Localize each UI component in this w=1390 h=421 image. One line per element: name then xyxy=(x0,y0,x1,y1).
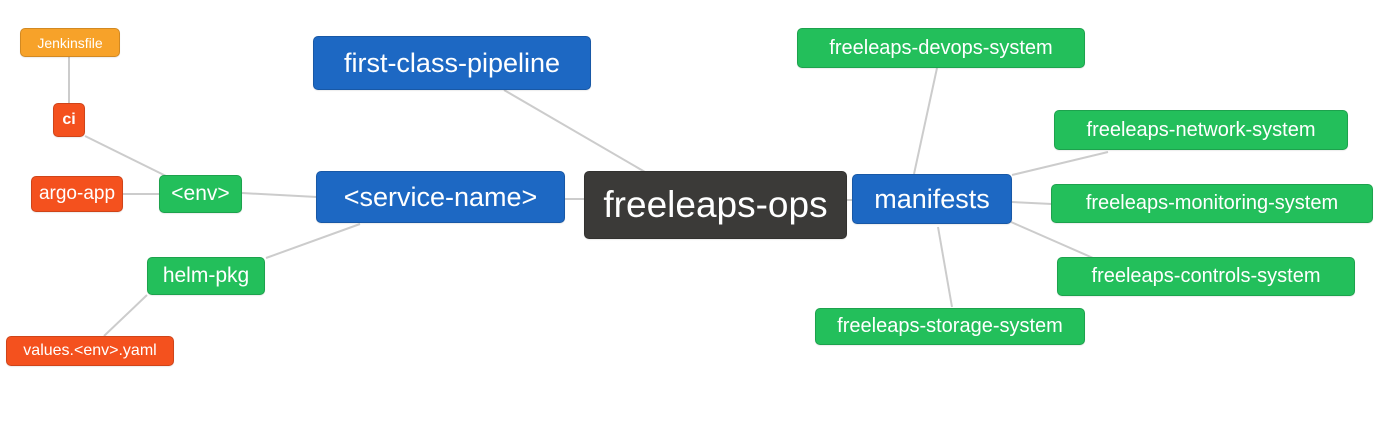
edge-manifests-network-system xyxy=(1011,151,1109,176)
node-manifests[interactable]: manifests xyxy=(852,174,1012,224)
node-ci[interactable]: ci xyxy=(53,103,85,137)
node-env[interactable]: <env> xyxy=(159,175,242,213)
node-first-class-pipeline[interactable]: first-class-pipeline xyxy=(313,36,591,90)
node-jenkinsfile[interactable]: Jenkinsfile xyxy=(20,28,120,57)
node-helm-pkg[interactable]: helm-pkg xyxy=(147,257,265,295)
node-argo-app[interactable]: argo-app xyxy=(31,176,123,212)
node-freeleaps-network-system[interactable]: freeleaps-network-system xyxy=(1054,110,1348,150)
node-freeleaps-monitoring-system[interactable]: freeleaps-monitoring-system xyxy=(1051,184,1373,223)
node-service-name[interactable]: <service-name> xyxy=(316,171,565,223)
edge-ci-env xyxy=(84,135,167,177)
edge-manifests-monitoring-system xyxy=(1011,201,1053,205)
node-freeleaps-controls-system[interactable]: freeleaps-controls-system xyxy=(1057,257,1355,296)
node-freeleaps-storage-system[interactable]: freeleaps-storage-system xyxy=(815,308,1085,345)
node-values-env-yaml[interactable]: values.<env>.yaml xyxy=(6,336,174,366)
edge-manifests-controls-system xyxy=(1010,221,1094,259)
node-freeleaps-ops[interactable]: freeleaps-ops xyxy=(584,171,847,239)
edge-pipeline-freeleaps-ops xyxy=(503,89,646,173)
edge-manifests-devops-system xyxy=(913,67,938,175)
node-freeleaps-devops-system[interactable]: freeleaps-devops-system xyxy=(797,28,1085,68)
edge-helm-pkg-values-yaml xyxy=(103,294,148,337)
edge-helm-pkg-service-name xyxy=(265,223,361,259)
edge-manifests-storage-system xyxy=(937,226,953,308)
edge-env-service-name xyxy=(241,192,318,198)
